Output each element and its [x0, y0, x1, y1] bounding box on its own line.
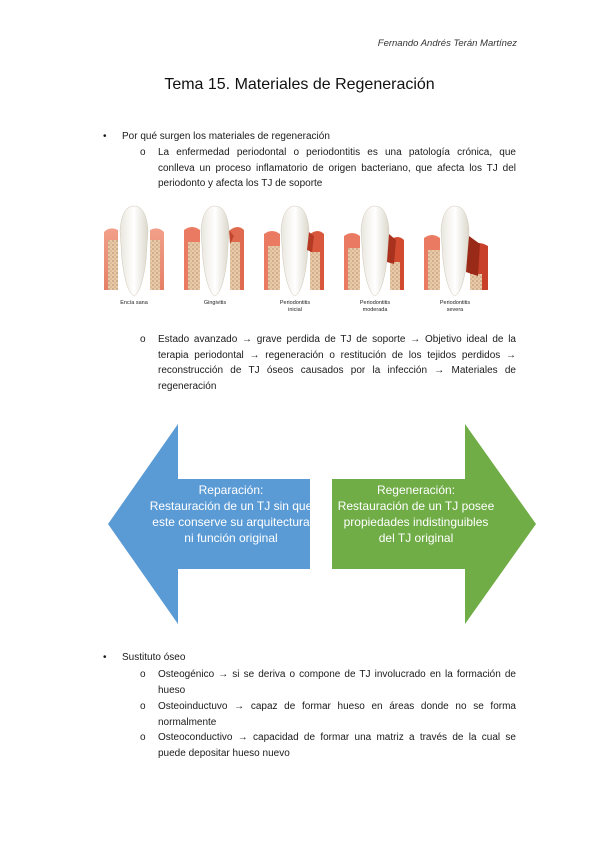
- sub-item-text: La enfermedad periodontal o periodontiti…: [158, 147, 516, 189]
- bullet-icon: •: [103, 652, 107, 663]
- tooth-label: inicial: [288, 307, 302, 313]
- page-title: Tema 15. Materiales de Regeneración: [164, 76, 435, 93]
- tooth-label: Periodontitis: [360, 300, 391, 306]
- tooth-healthy-gum: [104, 205, 164, 297]
- tooth-periodontitis-moderate: [344, 205, 404, 297]
- right-arrow: [332, 424, 536, 624]
- list-item-text: Osteogénico → si se deriva o compone de …: [158, 669, 516, 696]
- reparacion-body: Restauración de un TJ sin que este conse…: [149, 499, 313, 545]
- circle-bullet-icon: o: [140, 147, 146, 158]
- circle-bullet-icon: o: [140, 334, 146, 345]
- left-arrow-text: Reparación: Restauración de un TJ sin qu…: [148, 482, 314, 546]
- tooth-label: Periodontitis: [440, 300, 471, 306]
- regeneracion-heading: Regeneración:: [376, 483, 456, 497]
- arrows-diagram: [108, 424, 536, 624]
- circle-bullet-icon: o: [140, 701, 146, 712]
- tooth-label: severa: [447, 307, 464, 313]
- tooth-periodontitis-initial: [264, 205, 324, 297]
- list-item-text: Osteoconductivo → capacidad de formar un…: [158, 732, 516, 759]
- tooth-label: Periodontitis: [280, 300, 311, 306]
- tooth-periodontitis-severe: [424, 205, 488, 297]
- tooth-gingivitis: [184, 205, 244, 297]
- bullet-text: Sustituto óseo: [122, 652, 186, 663]
- regeneracion-body: Restauración de un TJ posee propiedades …: [337, 499, 495, 545]
- tooth-label: Encía sana: [120, 300, 148, 306]
- bullet-text: Por qué surgen los materiales de regener…: [122, 131, 330, 142]
- circle-bullet-icon: o: [140, 669, 146, 680]
- tooth-label: moderada: [363, 307, 389, 313]
- author-name: Fernando Andrés Terán Martínez: [377, 38, 517, 49]
- bullet-icon: •: [103, 131, 107, 142]
- sub-item-text: Estado avanzado → grave perdida de TJ de…: [158, 334, 516, 392]
- periodontal-disease-illustration: Encía sana Gingivitis Periodontitis inic…: [104, 205, 488, 313]
- left-arrow: [108, 424, 310, 624]
- right-arrow-text: Regeneración: Restauración de un TJ pose…: [336, 482, 496, 546]
- circle-bullet-icon: o: [140, 732, 146, 743]
- reparacion-heading: Reparación:: [198, 483, 264, 497]
- tooth-label: Gingivitis: [204, 300, 227, 306]
- list-item-text: Osteoinductuvo → capaz de formar hueso e…: [158, 701, 516, 728]
